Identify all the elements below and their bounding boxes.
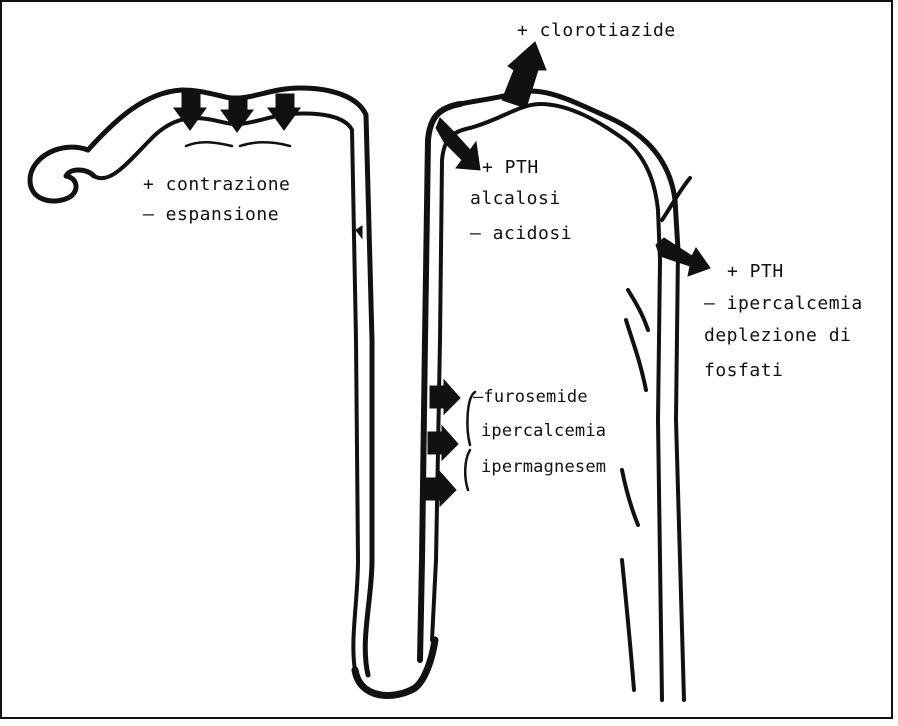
label-furosemide: –furosemide: [473, 386, 588, 408]
collecting-duct-right: [676, 250, 684, 700]
label-acidosi: – acidosi: [470, 223, 572, 245]
proximal-arrow-1: [174, 92, 206, 130]
label-pth-1: + PTH: [482, 157, 539, 179]
label-ipercalcemia-ascending: ipercalcemia: [481, 420, 606, 442]
label-pth-2: + PTH: [727, 261, 784, 283]
descending-limb-inner: [352, 130, 358, 670]
bowman-capsule: [30, 147, 94, 201]
label-alcalosi: alcalosi: [470, 188, 561, 210]
furosemide-arrow-1: [430, 380, 460, 414]
descending-limb-mark: [356, 226, 362, 238]
proximal-tubule-inner: [94, 114, 352, 179]
label-contrazione: + contrazione: [143, 174, 290, 196]
label-espansione: – espansione: [143, 204, 279, 226]
label-ipermagnesemia: ipermagnesem: [481, 456, 606, 478]
clorotiazide-arrow: [502, 42, 546, 108]
label-clorotiazide: + clorotiazide: [517, 20, 676, 42]
collecting-branch-2: [628, 290, 648, 330]
furosemide-arrow-2: [428, 426, 458, 460]
proximal-brace: [186, 142, 290, 146]
ascending-limb-inner: [432, 128, 470, 640]
proximal-arrow-3: [268, 94, 300, 130]
label-deplezione: deplezione di: [704, 325, 851, 347]
pth-distal-arrow: [656, 238, 710, 276]
label-ipercalcemia-distal: – ipercalcemia: [704, 293, 863, 315]
collecting-branch-5: [622, 560, 634, 690]
label-fosfati: fosfati: [704, 360, 783, 382]
collecting-branch-3: [626, 320, 646, 390]
descending-limb-outer: [365, 115, 372, 675]
proximal-arrow-2: [221, 96, 253, 132]
collecting-duct-left: [658, 260, 662, 700]
collecting-branch-4: [622, 470, 638, 525]
furosemide-arrow-3: [426, 472, 456, 506]
